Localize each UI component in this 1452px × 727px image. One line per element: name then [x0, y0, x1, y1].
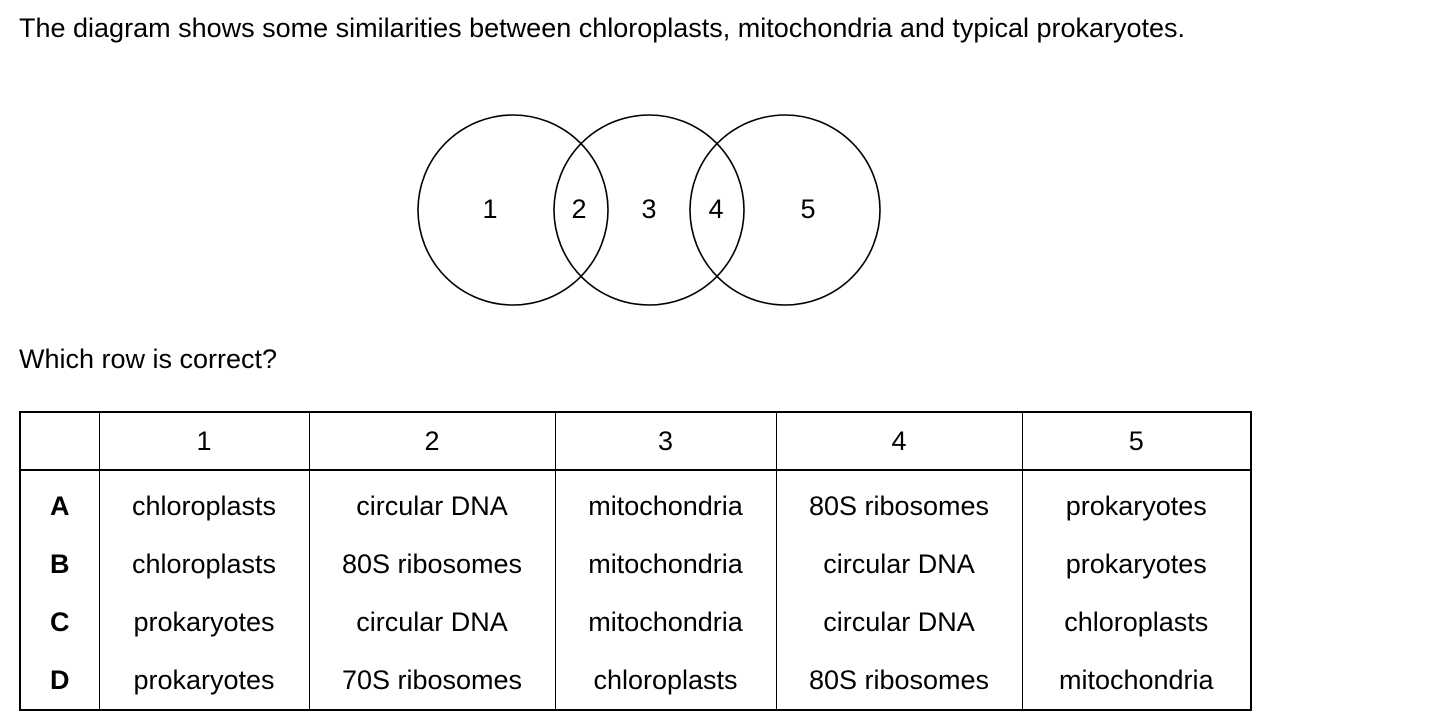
table-cell: mitochondria: [554, 535, 776, 593]
venn-region-label: 1: [482, 194, 497, 224]
table-cell: 70S ribosomes: [308, 651, 555, 710]
venn-region-label: 5: [800, 194, 815, 224]
table-row: D prokaryotes 70S ribosomes chloroplasts…: [20, 651, 1251, 710]
venn-region-label: 4: [708, 194, 723, 224]
table-row: A chloroplasts circular DNA mitochondria…: [20, 470, 1251, 535]
table-header-cell: 2: [308, 412, 555, 471]
table-cell: circular DNA: [308, 470, 555, 535]
answer-table: 1 2 3 4 5 A chloroplasts circular DNA mi…: [19, 411, 1252, 711]
venn-region-label: 2: [571, 194, 586, 224]
table-cell: prokaryotes: [98, 651, 309, 710]
venn-diagram: 1 2 3 4 5: [417, 114, 881, 306]
question-stem: The diagram shows some similarities betw…: [19, 13, 1186, 43]
table-cell: chloroplasts: [98, 535, 309, 593]
table-cell: circular DNA: [308, 593, 555, 651]
table-cell: prokaryotes: [1021, 470, 1251, 535]
table-cell: mitochondria: [554, 593, 776, 651]
table-cell: prokaryotes: [98, 593, 309, 651]
table-header-cell: [20, 412, 99, 471]
table-cell: prokaryotes: [1021, 535, 1251, 593]
table-header-cell: 5: [1021, 412, 1251, 471]
table-cell: mitochondria: [554, 470, 776, 535]
venn-circle-middle: [553, 114, 745, 306]
table-row: C prokaryotes circular DNA mitochondria …: [20, 593, 1251, 651]
option-letter: C: [50, 606, 70, 637]
table-cell: circular DNA: [775, 593, 1022, 651]
table-cell: mitochondria: [1021, 651, 1251, 710]
table-cell: chloroplasts: [1021, 593, 1251, 651]
venn-circle-right: [689, 114, 881, 306]
table-cell: chloroplasts: [98, 470, 309, 535]
table-cell: 80S ribosomes: [775, 470, 1022, 535]
venn-region-label: 3: [641, 194, 656, 224]
option-letter: D: [50, 664, 70, 695]
table-cell: chloroplasts: [554, 651, 776, 710]
table-cell: 80S ribosomes: [775, 651, 1022, 710]
table-cell: circular DNA: [775, 535, 1022, 593]
table-header-cell: 4: [775, 412, 1022, 471]
table-header-row: 1 2 3 4 5: [20, 412, 1251, 471]
option-letter: A: [50, 490, 70, 521]
question-prompt: Which row is correct?: [19, 344, 278, 374]
table-header-cell: 3: [554, 412, 776, 471]
table-row: B chloroplasts 80S ribosomes mitochondri…: [20, 535, 1251, 593]
table-header-cell: 1: [98, 412, 309, 471]
venn-circle-left: [417, 114, 609, 306]
table-cell: 80S ribosomes: [308, 535, 555, 593]
option-letter: B: [50, 548, 70, 579]
